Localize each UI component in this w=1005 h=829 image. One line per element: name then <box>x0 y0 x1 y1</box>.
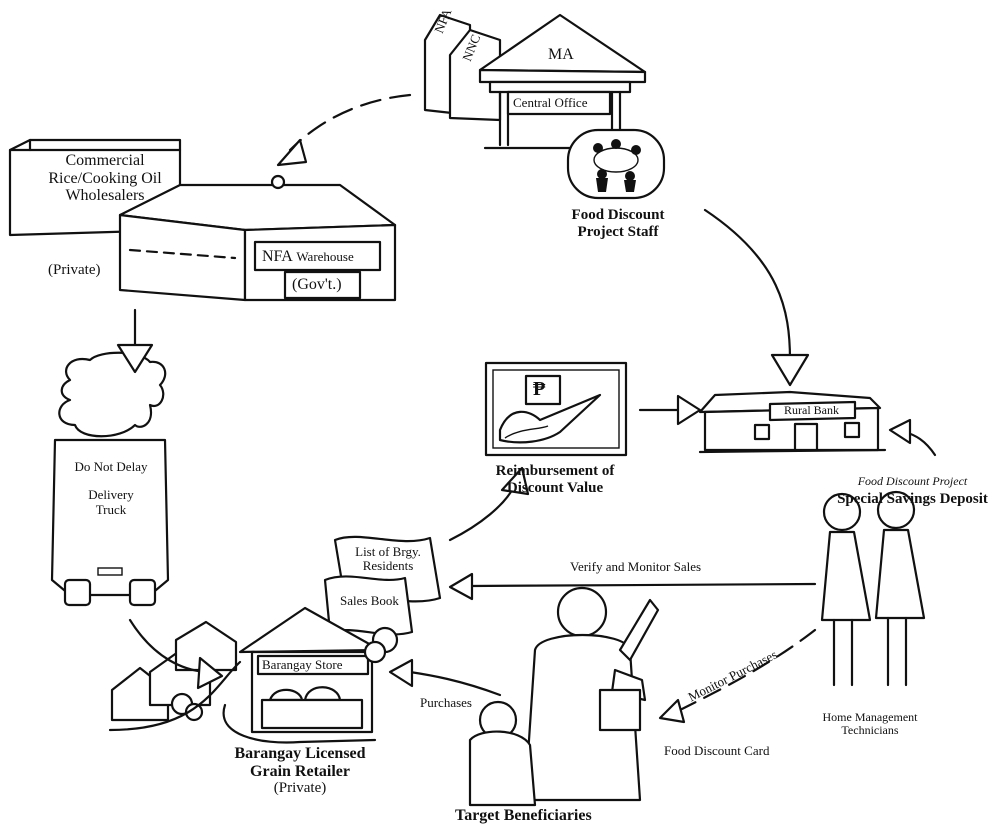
food-discount-card-label: Food Discount Card <box>664 743 770 758</box>
project-staff-line2: Project Staff <box>577 223 659 240</box>
truck-line1: Do Not Delay <box>74 459 148 474</box>
store-line1: Barangay Licensed <box>234 745 366 762</box>
delivery-truck-illustration <box>50 351 170 607</box>
store-line3: (Private) <box>273 780 327 797</box>
reimbursement-illustration <box>484 361 628 457</box>
beneficiaries-illustration <box>468 586 660 807</box>
peso-symbol: ₱ <box>533 378 546 400</box>
central-office-label: Central Office <box>513 95 588 110</box>
warehouse-sign: NFA Warehouse <box>262 248 354 266</box>
list-of-residents-label: List of Brgy. Residents <box>342 544 434 574</box>
wholesalers-line1: Commercial <box>65 152 145 169</box>
agency-buildings-illustration <box>423 13 647 150</box>
warehouse-govt-label: (Gov't.) <box>292 276 342 293</box>
technicians-line1: Home Management <box>822 710 918 724</box>
technicians-label: Home Management Technicians <box>800 710 940 738</box>
store-line2: Grain Retailer <box>250 762 350 780</box>
warehouse-nfa-text: NFA <box>262 248 293 265</box>
truck-label: Do Not Delay Delivery Truck <box>56 459 166 517</box>
technicians-illustration <box>820 490 926 687</box>
list-line1: List of Brgy. <box>355 544 421 559</box>
savings-line1: Food Discount Project <box>857 474 968 488</box>
project-staff-illustration <box>566 128 666 200</box>
savings-label: Food Discount Project Special Savings De… <box>820 474 1005 508</box>
ma-label: MA <box>548 46 574 63</box>
target-beneficiaries-label: Target Beneficiaries <box>455 807 592 824</box>
wholesalers-line2: Rice/Cooking Oil <box>48 169 162 187</box>
barangay-store-sign: Barangay Store <box>262 657 343 672</box>
wholesalers-private-label: (Private) <box>48 262 101 278</box>
verify-monitor-label: Verify and Monitor Sales <box>570 559 702 574</box>
sales-book-label: Sales Book <box>340 593 399 608</box>
list-line2: Residents <box>362 558 414 574</box>
rural-bank-illustration <box>698 390 887 454</box>
technicians-line2: Technicians <box>841 723 899 738</box>
wholesalers-line3: Wholesalers <box>65 187 145 205</box>
warehouse-text: Warehouse <box>296 249 354 264</box>
reimbursement-line2: Discount Value <box>506 479 604 496</box>
purchases-label: Purchases <box>420 695 472 710</box>
truck-line3: Truck <box>95 501 127 517</box>
store-label: Barangay Licensed Grain Retailer (Privat… <box>220 745 380 797</box>
truck-line2: Delivery <box>88 487 134 503</box>
flow-arrows <box>116 93 937 724</box>
record-books-illustration <box>323 535 442 636</box>
wholesalers-label: Commercial Rice/Cooking Oil Wholesalers <box>30 152 180 205</box>
project-staff-line1: Food Discount <box>571 207 665 223</box>
rural-bank-sign: Rural Bank <box>784 403 839 417</box>
savings-line2: Special Savings Deposit <box>837 491 988 508</box>
nfa-warehouse-illustration <box>118 174 397 302</box>
reimbursement-label: Reimbursement of Discount Value <box>470 463 640 496</box>
reimbursement-line1: Reimbursement of <box>495 463 615 479</box>
project-staff-label: Food Discount Project Staff <box>568 207 668 240</box>
